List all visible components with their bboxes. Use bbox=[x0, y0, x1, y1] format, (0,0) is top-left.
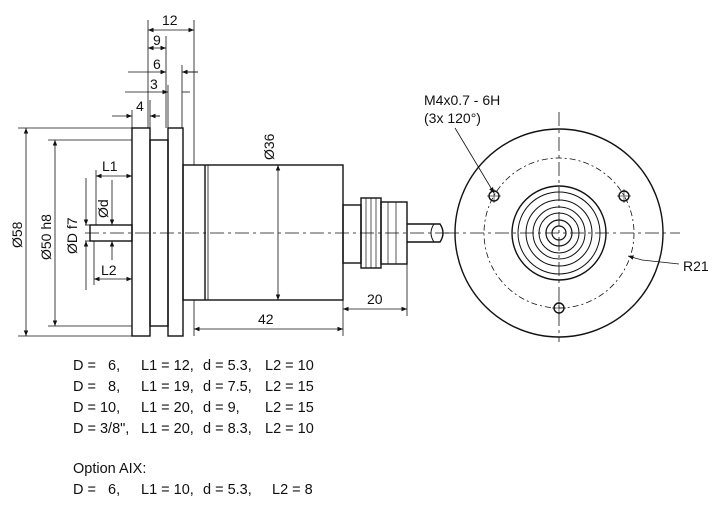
svg-text:D = 3/8",: D = 3/8", bbox=[73, 421, 129, 437]
front-view bbox=[445, 112, 680, 342]
svg-text:D = 6,: D = 6, bbox=[73, 482, 120, 498]
dim-offset-12: 12 bbox=[162, 12, 178, 28]
radius-label: R21 bbox=[683, 258, 709, 274]
spec-row: D = 8, L1 = 19, d = 7.5, L2 = 15 bbox=[73, 379, 314, 395]
svg-text:L2 = 15: L2 = 15 bbox=[265, 379, 314, 395]
spec-row: D = 3/8", L1 = 20, d = 8.3, L2 = 10 bbox=[73, 421, 314, 437]
dim-dia-58: Ø58 bbox=[9, 221, 25, 248]
svg-text:L1 = 12,: L1 = 12, bbox=[141, 358, 194, 374]
svg-text:D = 10,: D = 10, bbox=[73, 400, 120, 416]
spec-row: D = 6, L1 = 12, d = 5.3, L2 = 10 bbox=[73, 358, 314, 374]
svg-text:D = 8,: D = 8, bbox=[73, 379, 120, 395]
dim-length-20: 20 bbox=[367, 291, 383, 307]
cable bbox=[407, 223, 444, 243]
mounting-hole bbox=[617, 189, 631, 203]
dim-dia-50h8: Ø50 h8 bbox=[38, 214, 54, 260]
mounting-hole bbox=[552, 301, 566, 315]
svg-text:L1 = 19,: L1 = 19, bbox=[141, 379, 194, 395]
dim-offset-6: 6 bbox=[153, 56, 161, 72]
side-labels: 12 9 6 3 4 Ø58 Ø50 h8 ØD f7 Ød Ø36 L1 L2… bbox=[9, 12, 383, 327]
side-dimension-lines bbox=[18, 20, 408, 337]
dim-dia-Df7: ØD f7 bbox=[64, 217, 80, 254]
svg-text:d = 7.5,: d = 7.5, bbox=[203, 379, 252, 395]
rear-flange bbox=[167, 127, 184, 337]
mounting-hole bbox=[487, 189, 501, 203]
encoder-body bbox=[182, 164, 344, 301]
svg-text:L2 = 8: L2 = 8 bbox=[272, 482, 313, 498]
side-view bbox=[85, 127, 450, 337]
svg-text:L2 = 10: L2 = 10 bbox=[265, 421, 314, 437]
svg-text:L2 = 15: L2 = 15 bbox=[265, 400, 314, 416]
spec-row: D = 10, L1 = 20, d = 9, L2 = 15 bbox=[73, 400, 314, 416]
front-leaders bbox=[454, 127, 680, 265]
svg-text:d = 5.3,: d = 5.3, bbox=[203, 482, 252, 498]
dim-length-L2: L2 bbox=[101, 262, 117, 278]
svg-text:d = 5.3,: d = 5.3, bbox=[203, 358, 252, 374]
svg-text:L2 = 10: L2 = 10 bbox=[265, 358, 314, 374]
dim-dia-36: Ø36 bbox=[261, 133, 277, 160]
shaft-end bbox=[551, 225, 567, 241]
dim-length-L1: L1 bbox=[102, 158, 118, 174]
thread-label: M4x0.7 - 6H bbox=[424, 92, 500, 108]
spec-table: D = 6, L1 = 12, d = 5.3, L2 = 10 D = 8, … bbox=[73, 358, 314, 498]
svg-text:D = 6,: D = 6, bbox=[73, 358, 120, 374]
hub-outer bbox=[511, 185, 607, 281]
dim-offset-3: 3 bbox=[150, 76, 158, 92]
svg-text:d = 8.3,: d = 8.3, bbox=[203, 421, 252, 437]
option-row: D = 6, L1 = 10, d = 5.3, L2 = 8 bbox=[73, 482, 313, 498]
svg-text:d = 9,: d = 9, bbox=[203, 400, 240, 416]
svg-text:L1 = 20,: L1 = 20, bbox=[141, 421, 194, 437]
svg-text:L1 = 10,: L1 = 10, bbox=[141, 482, 194, 498]
svg-text:L1 = 20,: L1 = 20, bbox=[141, 400, 194, 416]
dim-offset-9: 9 bbox=[153, 32, 161, 48]
dim-dia-d: Ød bbox=[95, 199, 111, 218]
dim-offset-4: 4 bbox=[136, 98, 144, 114]
dim-length-42: 42 bbox=[258, 311, 274, 327]
cable-gland bbox=[342, 204, 362, 264]
front-labels: M4x0.7 - 6H (3x 120°) R21 bbox=[424, 92, 709, 274]
outer-rim bbox=[454, 128, 664, 338]
flange-gap bbox=[149, 139, 169, 327]
thread-count-label: (3x 120°) bbox=[424, 110, 481, 126]
front-flange bbox=[131, 127, 151, 337]
option-title: Option AIX: bbox=[73, 461, 146, 477]
